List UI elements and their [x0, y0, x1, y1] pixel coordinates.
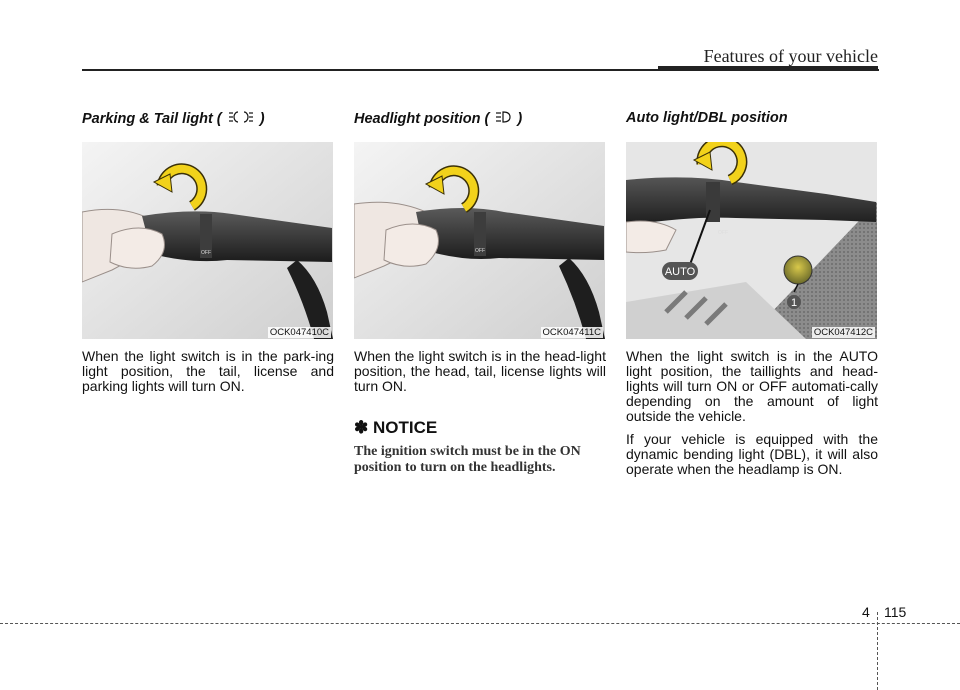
image-code: OCK047412C — [811, 327, 875, 338]
light-switch-photo: OFF OCK047411C — [354, 142, 605, 339]
notice-heading: ✽ NOTICE — [354, 418, 438, 437]
header-rule — [82, 69, 879, 71]
image-code: OCK047411C — [540, 327, 603, 338]
svg-text:OFF: OFF — [201, 250, 211, 256]
section-body: When the light switch is in the head-lig… — [354, 348, 606, 394]
parking-light-icon — [228, 110, 254, 128]
image-code: OCK047410C — [267, 327, 331, 338]
page-number: 115 — [884, 604, 907, 620]
section-body-dbl: If your vehicle is equipped with the dyn… — [626, 431, 878, 477]
headlight-icon — [495, 110, 511, 128]
svg-text:1: 1 — [791, 297, 797, 309]
section-title: Parking & Tail light ( ) — [82, 110, 265, 128]
section-body: When the light switch is in the park-ing… — [82, 348, 334, 394]
section-title: Headlight position ( ) — [354, 110, 523, 128]
svg-text:OFF: OFF — [475, 248, 485, 254]
section-auto-light-dbl: Auto light/DBL position AUTO OFF — [626, 110, 878, 477]
section-headlight-position: Headlight position ( ) OFF OCK047 — [354, 110, 606, 476]
page-header-title: Features of your vehicle — [703, 46, 878, 66]
section-parking-tail-light: Parking & Tail light ( ) OFF — [82, 110, 334, 394]
svg-text:OFF: OFF — [718, 230, 728, 236]
svg-text:AUTO: AUTO — [665, 266, 696, 278]
header-rule-accent — [658, 66, 878, 71]
section-body: When the light switch is in the AUTO lig… — [626, 348, 878, 424]
light-switch-photo: OFF OCK047410C — [82, 142, 333, 339]
chapter-number: 4 — [862, 604, 870, 620]
section-title: Auto light/DBL position — [626, 110, 788, 126]
footer-divider — [877, 612, 878, 690]
footer-rule — [0, 623, 960, 624]
notice-text: The ignition switch must be in the ON po… — [354, 444, 581, 475]
auto-light-switch-photo: AUTO OFF 1 OCK047412C — [626, 142, 877, 339]
